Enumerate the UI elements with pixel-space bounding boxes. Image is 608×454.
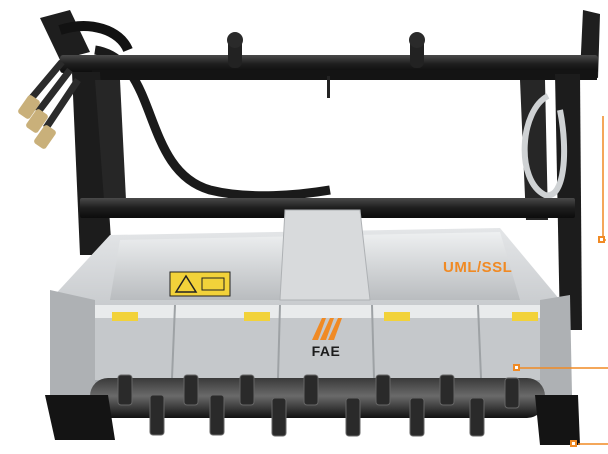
rotor: [90, 374, 545, 437]
top-frame: [40, 10, 600, 98]
hydraulic-hoses: [18, 21, 133, 149]
safety-decal-icon: [112, 312, 538, 321]
callout-marker-skid: [570, 440, 577, 447]
brand-logo-text: FAE: [311, 343, 341, 359]
mulcher-hood: [50, 209, 572, 400]
skids: [45, 395, 580, 445]
model-label: UML/SSL: [443, 259, 513, 276]
fae-logo-icon: [312, 318, 342, 340]
callout-marker-frame: [598, 236, 605, 243]
warning-decal-icon: [169, 271, 231, 297]
hydraulic-hose-right: [521, 93, 568, 199]
callout-marker-hood: [513, 364, 520, 371]
frame-legs: [72, 72, 582, 330]
cross-bar: [80, 198, 575, 218]
